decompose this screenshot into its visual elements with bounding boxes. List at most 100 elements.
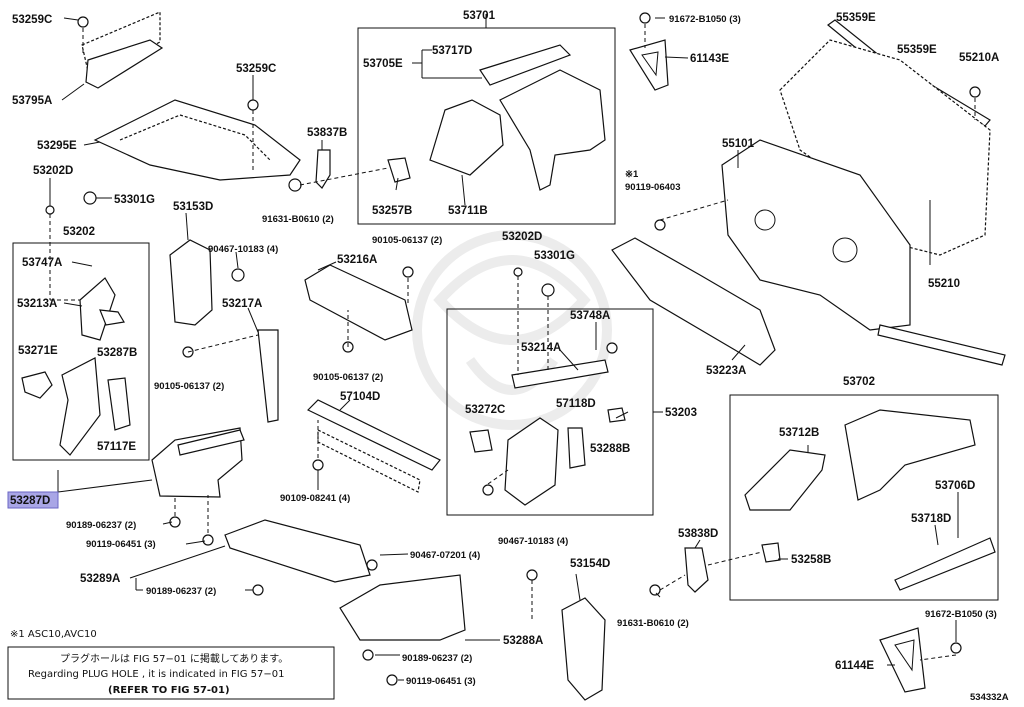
- label-55359E-top: 55359E: [836, 12, 876, 24]
- label-53838D: 53838D: [678, 528, 718, 540]
- label-53259C-top: 53259C: [12, 14, 52, 26]
- label-53216A: 53216A: [337, 254, 377, 266]
- part-shape-53223A: [611, 237, 776, 366]
- part-shape-53258B: [761, 542, 781, 563]
- label-90467-10183-a: 90467-10183 (4): [208, 244, 278, 255]
- label-53257B: 53257B: [372, 205, 412, 217]
- group-box-53702: [729, 394, 999, 601]
- label-footnote-marker: ※1: [625, 169, 639, 180]
- fastener-bolts: [45, 12, 981, 686]
- label-53748A: 53748A: [570, 310, 610, 322]
- group-box-53202: [12, 242, 150, 461]
- label-55210: 55210: [928, 278, 960, 290]
- part-shape-53837B: [315, 149, 331, 189]
- label-53259C-mid: 53259C: [236, 63, 276, 75]
- label-90109-08241: 90109-08241 (4): [280, 493, 350, 504]
- dashed-guides: [49, 24, 976, 661]
- part-labels: 53259C 53795A 53295E 53259C 53202D 53301…: [10, 10, 999, 687]
- label-53717D: 53717D: [432, 45, 472, 57]
- part-shape-53712B: [744, 449, 826, 511]
- part-shape-53289A: [224, 519, 371, 583]
- label-53202: 53202: [63, 226, 95, 238]
- label-90119-06403: 90119-06403: [625, 182, 680, 193]
- label-90119-06451-a: 90119-06451 (3): [86, 539, 156, 550]
- part-shape-53795A: [81, 11, 164, 89]
- label-53705E: 53705E: [363, 58, 403, 70]
- part-shape-53213A: [79, 277, 125, 341]
- label-90467-10183-b: 90467-10183 (4): [498, 536, 568, 547]
- label-53153D: 53153D: [173, 201, 213, 213]
- note-line-3: (REFER TO FIG 57-01): [108, 685, 230, 696]
- leader-lines: [49, 14, 959, 681]
- label-53288B: 53288B: [590, 443, 630, 455]
- label-91672-B1050-top: 91672-B1050 (3): [669, 14, 741, 25]
- part-shape-53272C-57118D: [469, 407, 626, 506]
- label-90189-06237-a: 90189-06237 (2): [66, 520, 136, 531]
- label-57104D: 57104D: [340, 391, 380, 403]
- label-91631-B0610-a: 91631-B0610 (2): [262, 214, 334, 225]
- label-53287B: 53287B: [97, 347, 137, 359]
- label-53214A: 53214A: [521, 342, 561, 354]
- part-shape-53154D: [561, 597, 606, 701]
- label-53223A: 53223A: [706, 365, 746, 377]
- label-53702: 53702: [843, 376, 875, 388]
- part-shape-53257B: [387, 157, 411, 183]
- label-53288A: 53288A: [503, 635, 543, 647]
- part-shape-53705E-53711B: [429, 44, 606, 191]
- label-53301G-mid: 53301G: [534, 250, 575, 262]
- label-53202D-mid: 53202D: [502, 231, 542, 243]
- label-90105-06137-b: 90105-06137 (2): [372, 235, 442, 246]
- part-shape-61143E: [629, 39, 669, 91]
- label-53213A: 53213A: [17, 298, 57, 310]
- part-shape-53287D: [151, 427, 245, 498]
- part-shape-53153D: [169, 239, 213, 326]
- highlight-box-53287D: [7, 491, 59, 509]
- diagram-id: 534332A: [970, 692, 1009, 703]
- label-90467-07201: 90467-07201 (4): [410, 550, 480, 561]
- label-53217A: 53217A: [222, 298, 262, 310]
- label-53718D: 53718D: [911, 513, 951, 525]
- label-53202D-left: 53202D: [33, 165, 73, 177]
- label-53712B: 53712B: [779, 427, 819, 439]
- label-55101: 55101: [722, 138, 755, 150]
- label-53701: 53701: [463, 10, 496, 22]
- note-line-2: Regarding PLUG HOLE , it is indicated in…: [28, 669, 284, 680]
- part-shape-57104D: [306, 399, 441, 493]
- label-57117E: 57117E: [97, 441, 136, 453]
- label-91631-B0610-b: 91631-B0610 (2): [617, 618, 689, 629]
- part-shape-53702: [844, 409, 976, 501]
- label-61143E: 61143E: [690, 53, 729, 65]
- part-shape-53295E: [93, 99, 301, 181]
- label-53747A: 53747A: [22, 257, 62, 269]
- label-57118D: 57118D: [556, 398, 596, 410]
- label-90105-06137-c: 90105-06137 (2): [313, 372, 383, 383]
- label-91672-B1050-bottom: 91672-B1050 (3): [925, 609, 997, 620]
- label-55210A: 55210A: [959, 52, 999, 64]
- label-53287D: 53287D: [10, 495, 50, 507]
- footnote-text: ※1 ASC10,AVC10: [10, 629, 97, 640]
- label-53289A: 53289A: [80, 573, 120, 585]
- label-53272C: 53272C: [465, 404, 505, 416]
- part-shape-55101: [721, 139, 1006, 366]
- label-90105-06137-a: 90105-06137 (2): [154, 381, 224, 392]
- part-shape-53271E: [21, 357, 131, 456]
- watermark-emblem: [412, 230, 612, 430]
- label-53795A: 53795A: [12, 95, 52, 107]
- label-90189-06237-c: 90189-06237 (2): [402, 653, 472, 664]
- label-53203: 53203: [665, 407, 697, 419]
- label-53711B: 53711B: [448, 205, 488, 217]
- label-53154D: 53154D: [570, 558, 610, 570]
- note-line-1: プラグホールは FIG 57−01 に掲載してあります。: [60, 652, 288, 665]
- label-53706D: 53706D: [935, 480, 975, 492]
- part-shape-53216A: [304, 264, 413, 341]
- label-53258B: 53258B: [791, 554, 831, 566]
- part-shape-61144E: [879, 627, 926, 693]
- part-shape-53838D: [684, 547, 709, 593]
- note-box: [7, 646, 335, 700]
- label-90189-06237-b: 90189-06237 (2): [146, 586, 216, 597]
- part-shape-53706D: [894, 537, 996, 591]
- label-61144E: 61144E: [835, 660, 874, 672]
- label-53837B: 53837B: [307, 127, 347, 139]
- part-shape-53288A: [339, 574, 466, 641]
